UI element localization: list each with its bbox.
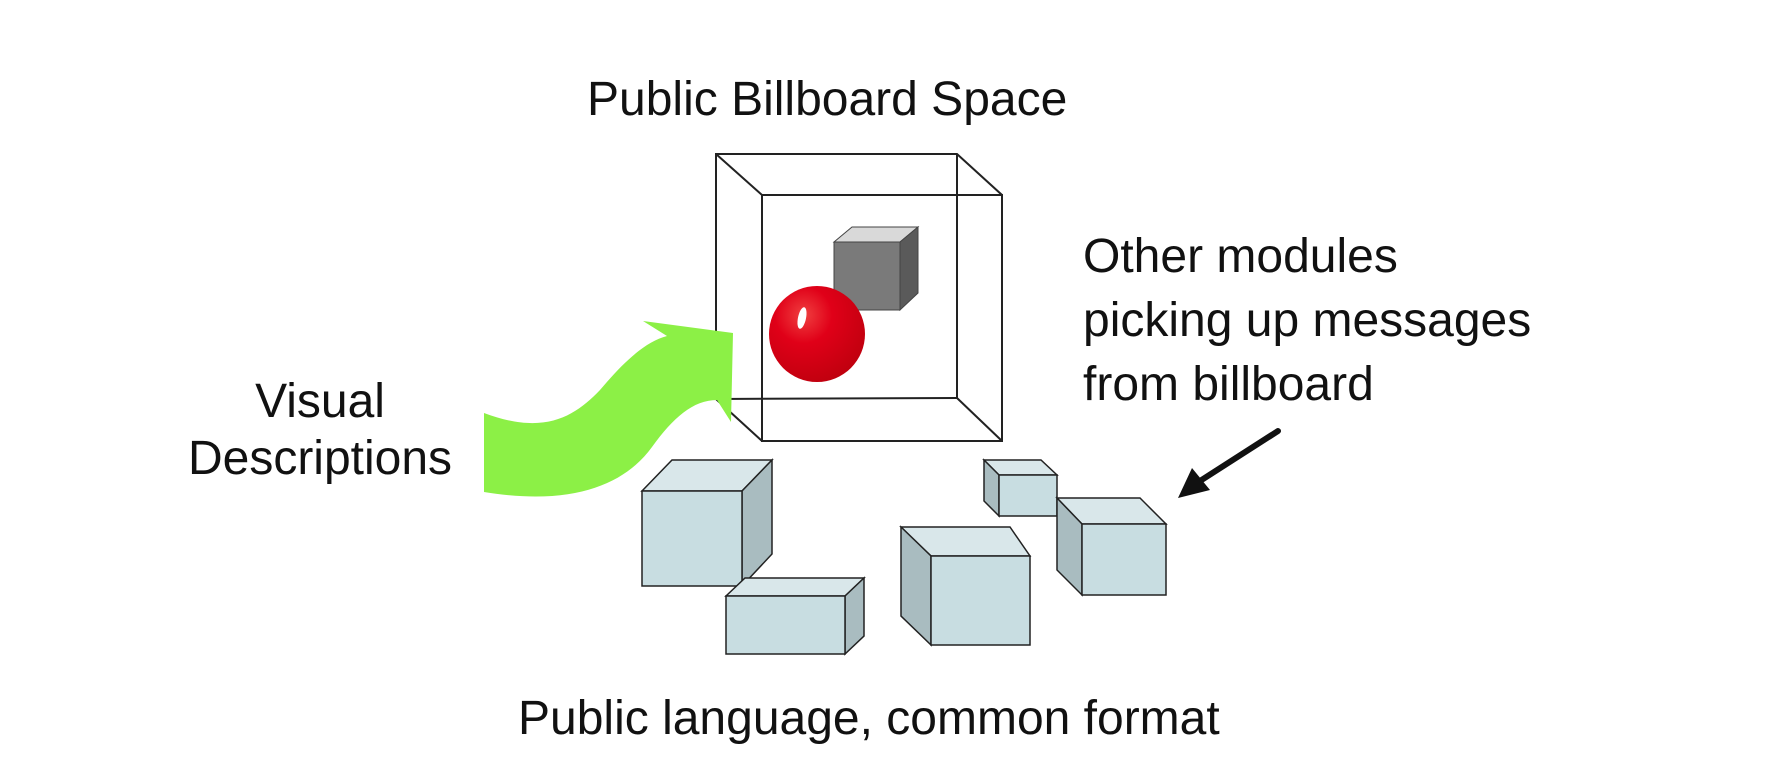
billboard-bottom-right-edge: [956, 397, 1003, 442]
module-box-2: [724, 576, 866, 656]
visual-descriptions-line-2: Descriptions: [187, 431, 453, 485]
visual-descriptions-label: Visual Descriptions: [170, 374, 470, 487]
module-box-1-front: [641, 490, 743, 587]
pointer-arrow-head: [1178, 468, 1210, 498]
module-box-4-front: [998, 474, 1058, 517]
billboard-front-face: [761, 194, 1003, 442]
other-modules-line-2: picking up messages: [1083, 293, 1532, 347]
red-sphere-highlight: [797, 307, 807, 329]
module-box-2-front: [725, 595, 846, 655]
module-box-2-top: [724, 577, 866, 597]
other-modules-line-1: Other modules: [1083, 230, 1398, 283]
module-box-5: [1055, 496, 1168, 597]
billboard-back-bottom-edge: [715, 397, 958, 400]
red-sphere-body: [769, 286, 865, 382]
pointer-arrow-shaft: [1197, 428, 1281, 484]
other-modules-line-3: from billboard: [1083, 357, 1374, 411]
billboard-title: Public Billboard Space: [587, 73, 1068, 126]
diagram-caption: Public language, common format: [518, 692, 1220, 745]
module-box-1: [640, 458, 774, 588]
module-box-3-front: [930, 555, 1031, 646]
pointer-arrow: [1178, 428, 1281, 498]
billboard-top-left-edge: [715, 153, 763, 196]
module-box-3: [899, 525, 1032, 647]
visual-descriptions-line-1: Visual: [255, 375, 385, 428]
module-box-4: [982, 458, 1059, 518]
gray-cube-side: [899, 225, 919, 312]
green-input-arrow: [484, 321, 733, 497]
module-box-5-front: [1081, 523, 1167, 596]
red-sphere: [769, 286, 865, 382]
other-modules-label: Other modules picking up messages from b…: [1083, 225, 1531, 416]
